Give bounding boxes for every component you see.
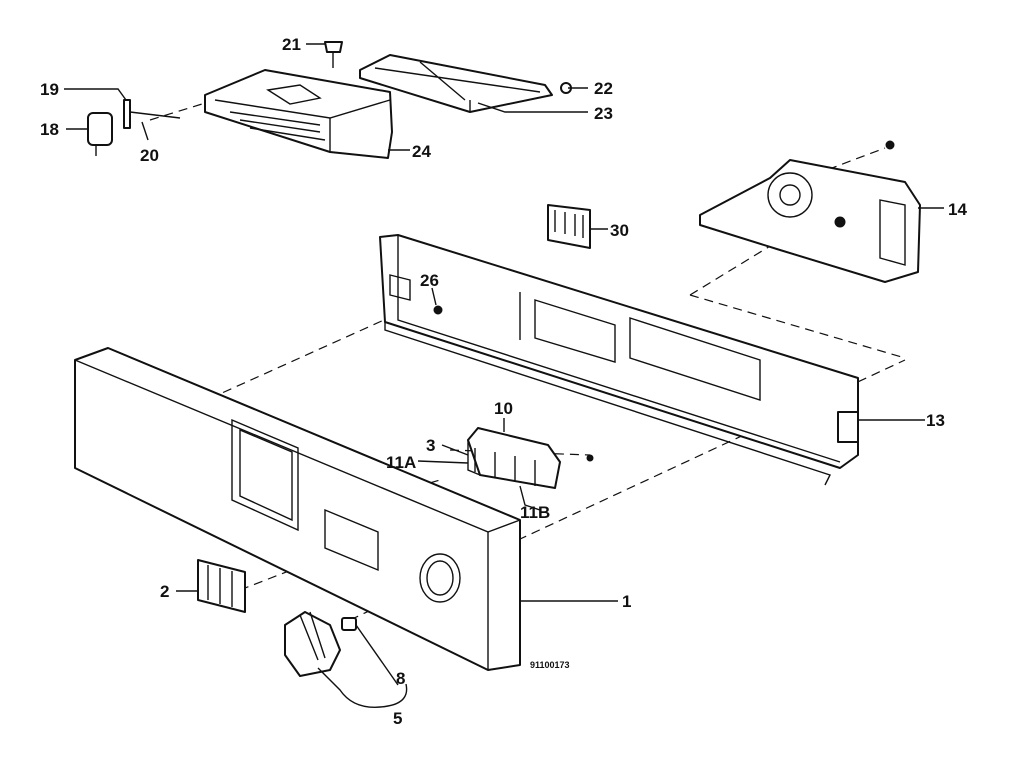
part-23-tray [359, 54, 553, 113]
switch-block-10 [467, 427, 594, 489]
chassis-rail [379, 234, 859, 486]
part-19-20-rod [123, 99, 181, 129]
part-8-spindle [341, 617, 357, 631]
label-3: 3 [426, 436, 435, 455]
label-19: 19 [40, 80, 59, 99]
leader-lines [64, 43, 944, 708]
part-21-screw [324, 41, 343, 68]
part-24-housing [204, 69, 393, 159]
part-1-control-panel [74, 347, 521, 671]
label-23: 23 [594, 104, 613, 123]
label-11a: 11A [386, 453, 416, 472]
part-5-knob [284, 611, 341, 677]
label-13: 13 [926, 411, 945, 430]
label-2: 2 [160, 582, 169, 601]
label-10: 10 [494, 399, 513, 418]
label-14: 14 [948, 200, 967, 219]
label-1: 1 [622, 592, 631, 611]
drawing-number: 91100173 [530, 660, 570, 670]
part-labels: 21 22 23 19 18 20 24 14 30 26 13 10 3 11… [40, 35, 967, 728]
label-8: 8 [396, 669, 405, 688]
part-18-switch [87, 112, 113, 156]
label-21: 21 [282, 35, 301, 54]
label-24: 24 [412, 142, 431, 161]
part-14-timer [699, 140, 921, 283]
label-18: 18 [40, 120, 59, 139]
label-20: 20 [140, 146, 159, 165]
label-22: 22 [594, 79, 613, 98]
label-11b: 11B [520, 503, 550, 522]
label-30: 30 [610, 221, 629, 240]
part-2-button-set [197, 559, 246, 613]
label-5: 5 [393, 709, 402, 728]
part-30-connector [547, 204, 591, 249]
label-26: 26 [420, 271, 439, 290]
